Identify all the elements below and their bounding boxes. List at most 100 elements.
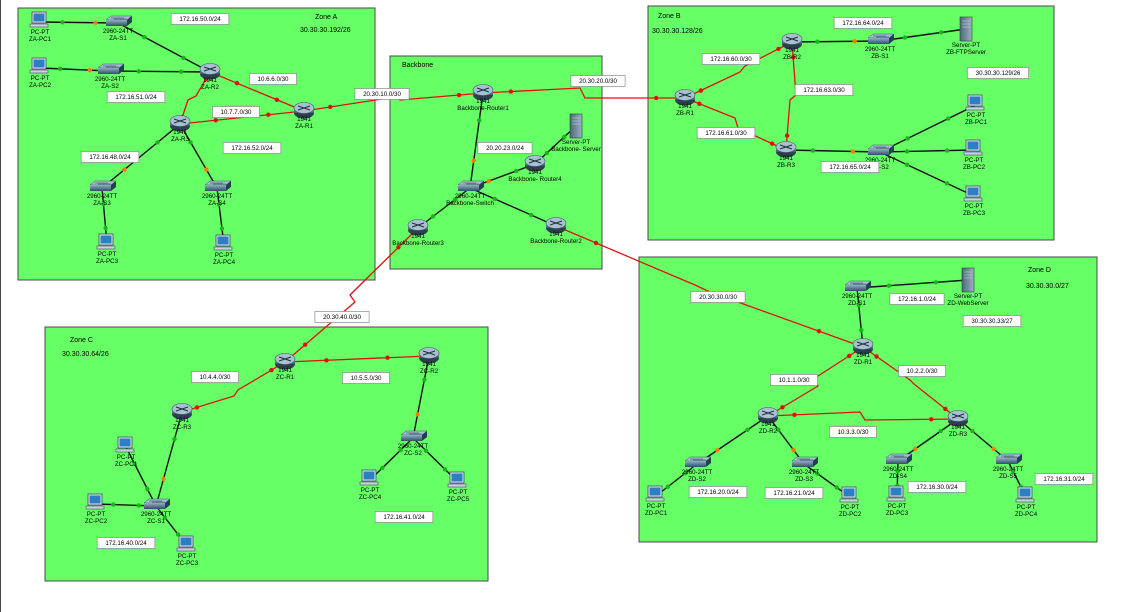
serial-link-bb-r2-to-zd-r1[interactable] [555, 225, 864, 348]
ethernet-link-za-r3-to-za-s4[interactable] [179, 123, 218, 189]
ethernet-link-zc-r3-to-zc-s1[interactable] [155, 411, 183, 507]
serial-link-zd-r1-to-zd-r3[interactable] [862, 346, 959, 420]
network-address-text: 10.4.4.0/30 [200, 374, 232, 381]
serial-link-zc-r1-to-zc-r3[interactable] [181, 361, 286, 413]
ethernet-link-zb-s2-to-zb-pc3[interactable] [879, 151, 975, 197]
serial-link-bb-r3-to-zc-r1[interactable] [284, 227, 419, 363]
zb-pc3-model-label: PC-PT [965, 203, 984, 210]
ethernet-link-za-s2-to-za-r2[interactable] [109, 70, 211, 73]
zd-r2-model-label: 1941 [761, 421, 775, 428]
zd-pc3-name-label: ZD-PC3 [886, 510, 909, 517]
ethernet-link-zd-r2-to-zd-s3[interactable] [767, 415, 805, 465]
network-address-text: 172.16.63.0/30 [803, 87, 845, 94]
serial-link-za-r2-to-za-r3[interactable] [179, 71, 211, 125]
ethernet-link-zd-s1-to-zd-server[interactable] [856, 279, 969, 289]
ethernet-link-zb-s2-to-zb-pc1[interactable] [879, 104, 977, 153]
network-address-box [701, 53, 761, 65]
serial-link-zb-r1-to-zb-r2[interactable] [684, 41, 793, 99]
serial-link-zc-r1-to-zc-r2[interactable] [284, 355, 430, 363]
ethernet-link-za-r3-to-za-s3[interactable] [101, 123, 181, 189]
switch-icon-side [165, 499, 170, 509]
pc-screen-icon [33, 59, 45, 68]
ethernet-link-zb-r3-to-zb-s2[interactable] [785, 149, 881, 153]
ethernet-link-zb-s2-to-zb-pc2[interactable] [879, 149, 975, 153]
port-status-dot [850, 149, 856, 154]
serial-link-zb-r2-to-zb-r3[interactable] [785, 41, 797, 151]
ethernet-link-zb-s1-to-zb-server[interactable] [879, 28, 967, 42]
serial-link-zd-r2-to-zd-r3[interactable] [767, 411, 959, 421]
ethernet-link-zd-s2-to-zd-pc1[interactable] [655, 463, 698, 497]
bb-server-model-label: Server-PT [562, 139, 590, 146]
serial-link-zb-r1-to-zb-r3[interactable] [684, 97, 787, 151]
port-status-dot [529, 212, 534, 218]
zone-a-rect [17, 7, 376, 281]
pc-keyboard-icon [359, 481, 379, 486]
ethernet-link-zc-s1-to-zc-pc1[interactable] [125, 446, 157, 507]
switch-arrows-icon [463, 182, 479, 185]
ethernet-link-zd-s1-to-zd-r1[interactable] [856, 287, 864, 348]
ethernet-link-za-s1-to-za-r2[interactable] [117, 22, 211, 73]
ethernet-link-zd-r2-to-zd-s2[interactable] [696, 415, 769, 465]
ethernet-link-bb-switch-to-bb-r3[interactable] [417, 187, 471, 229]
switch-arrows-icon [690, 458, 706, 461]
ethernet-link-zc-r2-to-zc-s2[interactable] [412, 355, 430, 439]
ethernet-link-bb-r1-to-bb-switch[interactable] [469, 92, 484, 189]
ethernet-link-za-pc1-to-za-s1[interactable] [39, 21, 119, 24]
ethernet-link-zb-r2-to-zb-s1[interactable] [791, 40, 881, 43]
serial-link-bb-r1-to-zb-r1[interactable] [482, 87, 685, 99]
ethernet-link-zc-s2-to-zc-pc4[interactable] [369, 437, 414, 481]
ethernet-link-bb-switch-to-bb-r2[interactable] [469, 187, 557, 227]
serial-link-za-r2-to-za-r1[interactable] [209, 71, 305, 112]
ethernet-link-zd-r3-to-zd-s5[interactable] [957, 418, 1009, 462]
